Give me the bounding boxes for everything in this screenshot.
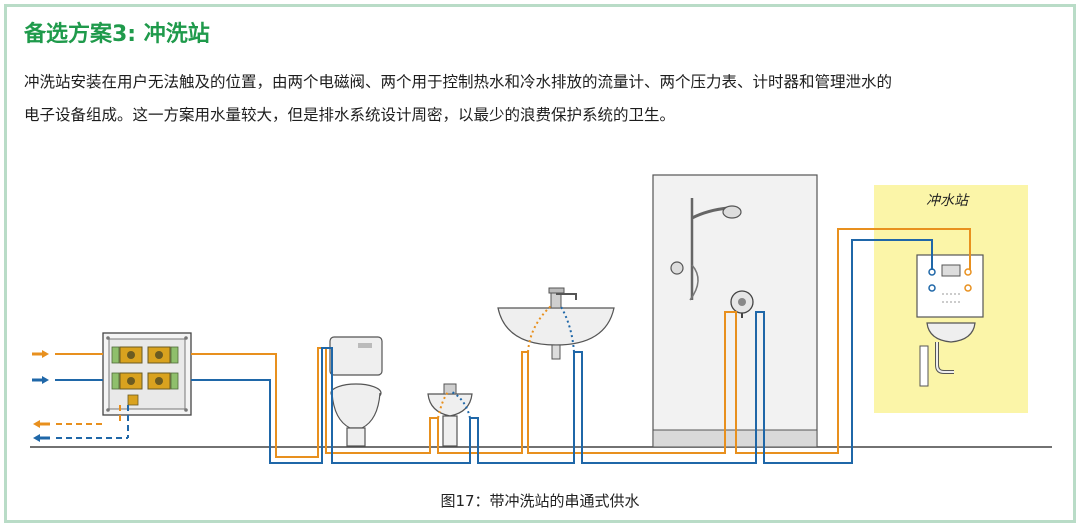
bidet-hot-branch	[437, 391, 449, 419]
flushing-station-device	[916, 254, 984, 387]
figure-caption: 图17：带冲洗站的串通式供水	[440, 492, 640, 510]
basin-hot-branch	[527, 304, 553, 353]
description: 冲洗站安装在用户无法触及的位置，由两个电磁阀、两个用于控制热水和冷水排放的流量计…	[24, 66, 1054, 132]
hot-inlet-arrow-icon	[32, 350, 103, 358]
washbasin-icon	[497, 287, 615, 360]
toilet-icon	[329, 336, 383, 447]
page-title: 备选方案3: 冲洗站	[24, 22, 210, 47]
flushing-station-label: 冲水站	[926, 193, 968, 209]
hot-water-pipe	[191, 228, 971, 458]
cold-inlet-arrow-icon	[32, 376, 103, 384]
cold-water-pipe	[191, 239, 933, 464]
shower-head-icon	[670, 198, 742, 301]
description-line-2: 电子设备组成。这一方案用水量较大，但是排水系统设计周密，以最少的浪费保护系统的卫…	[24, 106, 676, 124]
basin-cold-branch	[559, 304, 575, 353]
bidet-icon	[427, 383, 473, 447]
distribution-manifold	[102, 332, 192, 416]
bidet-cold-branch	[451, 391, 471, 419]
hot-return-arrow-icon	[33, 405, 121, 428]
description-line-1: 冲洗站安装在用户无法触及的位置，由两个电磁阀、两个用于控制热水和冷水排放的流量计…	[24, 73, 893, 91]
shower-mixer-icon	[730, 290, 754, 318]
cold-return-arrow-icon	[33, 405, 129, 442]
